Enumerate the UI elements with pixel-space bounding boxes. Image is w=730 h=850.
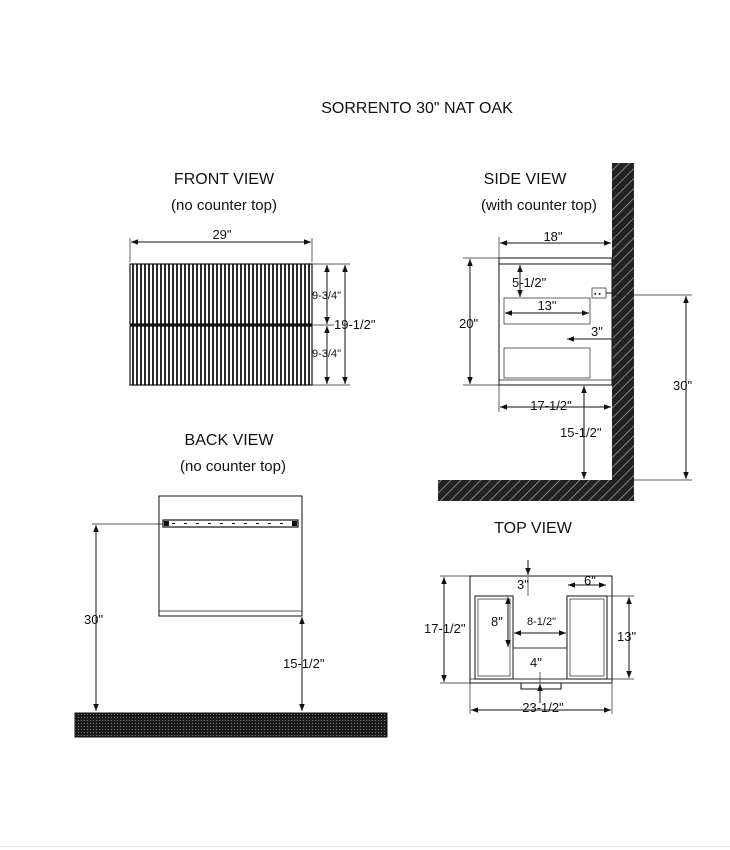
back-view-title: BACK VIEW: [185, 432, 275, 449]
top-left-compartment: [474, 595, 514, 680]
top-width-label: 23-1/2": [522, 700, 564, 715]
top-depth-label: 17-1/2": [424, 621, 466, 636]
top-right-depth-label: 13": [617, 629, 636, 644]
front-drawer-bottom-label: 9-3/4": [312, 348, 341, 360]
top-drain: [520, 682, 562, 690]
side-inner-top-label: 5-1/2": [512, 275, 547, 290]
back-floor-hatch: [74, 712, 388, 738]
back-total-height-label: 30": [84, 612, 103, 627]
side-inner-depth-label: 13": [537, 298, 556, 313]
back-cabinet: [158, 495, 303, 617]
top-back-gap-label: 3": [517, 577, 529, 592]
top-inner-width-label: 8-1/2": [527, 616, 556, 628]
side-view-subtitle: (with counter top): [481, 197, 597, 214]
front-height-label: 19-1/2": [334, 317, 376, 332]
side-view-title: SIDE VIEW: [484, 171, 568, 188]
top-side-label: 6": [584, 573, 596, 588]
side-floor-hatch: [438, 480, 634, 501]
side-total-height-label: 30": [673, 378, 692, 393]
back-floor-clearance-label: 15-1/2": [283, 656, 325, 671]
top-view-title: TOP VIEW: [494, 520, 573, 537]
front-drawer-top: [129, 263, 313, 325]
back-rail: [162, 519, 299, 528]
side-bottom-depth-label: 17-1/2": [530, 398, 572, 413]
front-width-label: 29": [212, 227, 231, 242]
page-bottom-divider: [0, 846, 730, 847]
side-depth-label: 18": [543, 229, 562, 244]
side-wall-hatch: [612, 163, 634, 501]
front-drawer-top-label: 9-3/4": [312, 290, 341, 302]
front-view-title: FRONT VIEW: [174, 171, 275, 188]
back-view: BACK VIEW (no counter top) 30" 15-1/2": [74, 432, 388, 738]
top-inner-depth-label: 8": [491, 614, 503, 629]
top-right-compartment: [566, 595, 608, 680]
back-view-subtitle: (no counter top): [180, 458, 286, 475]
side-counter-top: [498, 257, 613, 265]
side-cabinet: [498, 263, 613, 386]
side-view: SIDE VIEW (with counter top) 18" ▪ ▪ 5-1…: [438, 163, 692, 501]
front-view: FRONT VIEW (no counter top) 29" 9-3/4" 9…: [129, 171, 376, 386]
side-offset-label: 3": [591, 324, 603, 339]
side-floor-clearance-label: 15-1/2": [560, 425, 602, 440]
top-view: TOP VIEW 3" 6" 17-1/2" 8" 8-1/2": [424, 520, 636, 715]
front-view-subtitle: (no counter top): [171, 197, 277, 214]
side-height-label: 20": [459, 316, 478, 331]
front-drawer-bottom: [129, 325, 313, 386]
drawing-title: SORRENTO 30" NAT OAK: [321, 100, 513, 117]
top-front-gap-label: 4": [530, 655, 542, 670]
svg-text:▪ ▪: ▪ ▪: [594, 291, 601, 298]
